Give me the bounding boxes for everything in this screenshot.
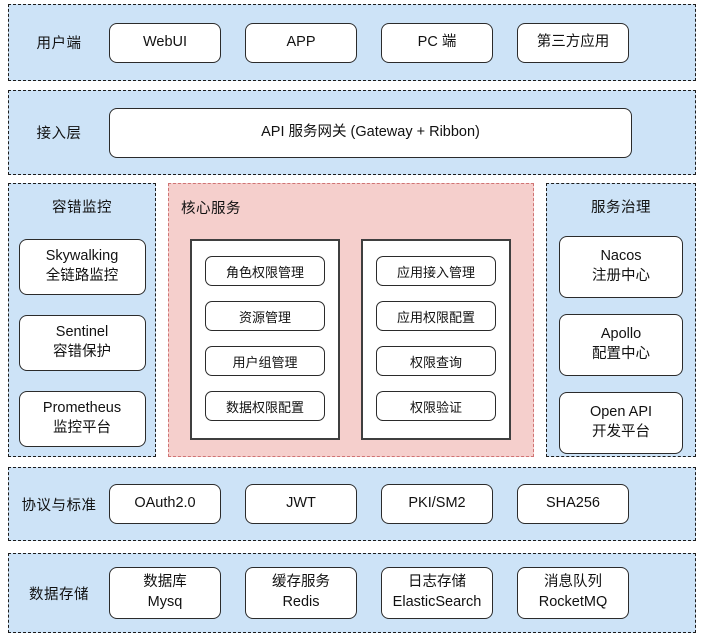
node-elasticsearch-line2: ElasticSearch bbox=[392, 594, 482, 610]
node-apollo-line2: 配置中心 bbox=[592, 346, 650, 362]
core-services-title: 核心服务 bbox=[181, 201, 241, 217]
node-apollo-line1: Apollo bbox=[600, 326, 642, 343]
protocol-band: 协议与标准 OAuth2.0 JWT PKI/SM2 SHA256 bbox=[8, 467, 696, 541]
node-third-party: 第三方应用 bbox=[517, 22, 629, 63]
node-app-permission-config: 应用权限配置 bbox=[376, 301, 496, 331]
node-mysql: 数据库 Mysq bbox=[109, 567, 221, 619]
node-prometheus-line2: 监控平台 bbox=[53, 420, 111, 436]
core-group-left: 角色权限管理 资源管理 用户组管理 数据权限配置 bbox=[190, 239, 340, 440]
client-box-row: WebUI APP PC 端 第三方应用 bbox=[109, 22, 635, 63]
access-layer-label: 接入层 bbox=[36, 126, 82, 142]
node-prometheus: Prometheus 监控平台 bbox=[18, 391, 146, 447]
node-oauth2: OAuth2.0 bbox=[109, 484, 221, 524]
node-pki-sm2: PKI/SM2 bbox=[381, 484, 493, 524]
node-redis-line2: Redis bbox=[282, 594, 320, 610]
core-group-right: 应用接入管理 应用权限配置 权限查询 权限验证 bbox=[361, 239, 511, 440]
storage-box-row: 数据库 Mysq 缓存服务 Redis 日志存储 ElasticSearch 消… bbox=[109, 567, 635, 619]
node-open-api: Open API 开发平台 bbox=[559, 392, 683, 454]
node-resource-mgmt: 资源管理 bbox=[205, 301, 325, 331]
monitor-panel: 容错监控 Skywalking 全链路监控 Sentinel 容错保护 Prom… bbox=[8, 183, 156, 457]
node-data-permission-config: 数据权限配置 bbox=[205, 391, 325, 421]
node-skywalking: Skywalking 全链路监控 bbox=[18, 239, 146, 295]
node-nacos-line2: 注册中心 bbox=[592, 268, 650, 284]
node-role-permission-mgmt: 角色权限管理 bbox=[205, 256, 325, 286]
governance-panel: 服务治理 Nacos 注册中心 Apollo 配置中心 Open API 开发平… bbox=[546, 183, 696, 457]
node-prometheus-line1: Prometheus bbox=[42, 400, 122, 417]
node-mysql-line1: 数据库 bbox=[143, 574, 187, 591]
node-user-group-mgmt: 用户组管理 bbox=[205, 346, 325, 376]
node-sentinel: Sentinel 容错保护 bbox=[18, 315, 146, 371]
node-open-api-line1: Open API bbox=[589, 404, 653, 421]
node-permission-verify: 权限验证 bbox=[376, 391, 496, 421]
access-layer-band: 接入层 API 服务网关 (Gateway + Ribbon) bbox=[8, 90, 696, 175]
node-pc: PC 端 bbox=[381, 22, 493, 63]
node-elasticsearch-line1: 日志存储 bbox=[408, 574, 466, 591]
node-permission-query: 权限查询 bbox=[376, 346, 496, 376]
core-groups: 角色权限管理 资源管理 用户组管理 数据权限配置 应用接入管理 应用权限配置 权… bbox=[190, 239, 533, 440]
node-skywalking-line1: Skywalking bbox=[45, 248, 119, 265]
node-app: APP bbox=[245, 22, 357, 63]
node-open-api-line2: 开发平台 bbox=[592, 424, 650, 440]
node-nacos-line1: Nacos bbox=[600, 248, 642, 265]
node-redis: 缓存服务 Redis bbox=[245, 567, 357, 619]
monitor-panel-title: 容错监控 bbox=[52, 200, 112, 216]
node-webui: WebUI bbox=[109, 22, 221, 63]
node-jwt: JWT bbox=[245, 484, 357, 524]
middle-row: 容错监控 Skywalking 全链路监控 Sentinel 容错保护 Prom… bbox=[8, 183, 696, 457]
node-api-gateway: API 服务网关 (Gateway + Ribbon) bbox=[109, 107, 632, 158]
node-sentinel-line1: Sentinel bbox=[55, 324, 109, 341]
client-layer-label: 用户端 bbox=[36, 36, 82, 52]
client-layer-band: 用户端 WebUI APP PC 端 第三方应用 bbox=[8, 4, 696, 81]
node-rocketmq-line2: RocketMQ bbox=[538, 594, 608, 610]
node-nacos: Nacos 注册中心 bbox=[559, 236, 683, 298]
node-sentinel-line2: 容错保护 bbox=[53, 344, 111, 360]
node-elasticsearch: 日志存储 ElasticSearch bbox=[381, 567, 493, 619]
node-sha256: SHA256 bbox=[517, 484, 629, 524]
core-services-panel: 核心服务 角色权限管理 资源管理 用户组管理 数据权限配置 应用接入管理 应用权… bbox=[168, 183, 534, 457]
node-skywalking-line2: 全链路监控 bbox=[45, 268, 119, 284]
node-rocketmq-line1: 消息队列 bbox=[544, 574, 602, 591]
node-rocketmq: 消息队列 RocketMQ bbox=[517, 567, 629, 619]
storage-band-label: 数据存储 bbox=[29, 586, 89, 603]
protocol-box-row: OAuth2.0 JWT PKI/SM2 SHA256 bbox=[109, 484, 635, 524]
node-redis-line1: 缓存服务 bbox=[272, 574, 330, 591]
node-apollo: Apollo 配置中心 bbox=[559, 314, 683, 376]
governance-panel-title: 服务治理 bbox=[591, 200, 651, 216]
node-app-access-mgmt: 应用接入管理 bbox=[376, 256, 496, 286]
protocol-band-label: 协议与标准 bbox=[21, 497, 97, 514]
storage-band: 数据存储 数据库 Mysq 缓存服务 Redis 日志存储 ElasticSea… bbox=[8, 553, 696, 633]
node-mysql-line2: Mysq bbox=[147, 594, 183, 610]
